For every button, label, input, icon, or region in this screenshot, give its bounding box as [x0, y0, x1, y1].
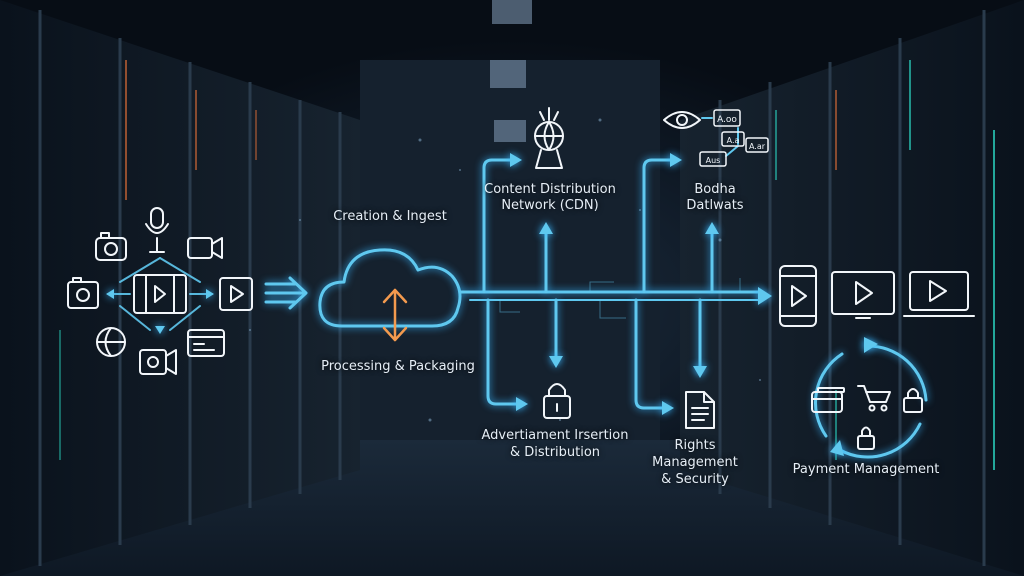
network-tower-icon [534, 107, 564, 169]
lock-icon [903, 388, 923, 413]
analytics-tag-links [701, 117, 739, 157]
microphone-icon [145, 207, 169, 253]
analytics-branch [642, 153, 719, 294]
ingest-cluster [67, 207, 253, 375]
credit-card-icon [811, 387, 845, 413]
film-strip-icon [133, 274, 187, 314]
ad-branch [486, 298, 563, 411]
analytics-tag: A.oo [717, 115, 737, 125]
cdn-branch [482, 153, 553, 294]
devices [779, 265, 975, 327]
globe-icon [96, 327, 126, 357]
circuit-decoration [499, 278, 741, 319]
rights-label-line3: & Security [661, 472, 729, 487]
payment-label: Payment Management [792, 462, 940, 477]
phone-icon [779, 265, 817, 327]
rights-branch [634, 298, 707, 415]
video-camera-icon [139, 349, 177, 375]
analytics-tag: Aus [706, 156, 721, 165]
processing-packaging-label: Processing & Packaging [321, 359, 475, 374]
analytics-tag: A.a [727, 136, 740, 145]
ingest-arrow [264, 276, 308, 310]
creation-ingest-label: Creation & Ingest [333, 209, 447, 224]
cloud-icon [318, 248, 462, 342]
photo-icon [67, 277, 99, 309]
distribution-bus [458, 287, 772, 305]
analytics-label-line1: Bodha [694, 182, 736, 197]
camera-icon [95, 232, 127, 261]
laptop-icon [903, 271, 975, 317]
ad-label-line1: Advertiament Irsertion [481, 428, 629, 443]
lock-icon [857, 426, 875, 450]
analytics-tag: A.ar [749, 142, 766, 151]
video-camera-icon [187, 237, 223, 259]
cdn-label-line1: Content Distribution [484, 182, 616, 197]
rights-label-line2: Management [652, 455, 738, 470]
rights-label-line1: Rights [674, 438, 716, 453]
eye-icon [663, 111, 701, 129]
play-icon [219, 277, 253, 311]
cdn-label-line2: Network (CDN) [501, 198, 599, 213]
lock-icon [543, 383, 571, 419]
monitor-icon [831, 271, 895, 319]
browser-icon [187, 329, 225, 357]
ad-label-line2: & Distribution [509, 445, 601, 460]
cart-icon [857, 385, 891, 412]
analytics-tags: A.oo A.a A.ar Aus [699, 109, 769, 167]
analytics-label-line2: Datlwats [686, 198, 744, 213]
document-icon [685, 391, 715, 429]
